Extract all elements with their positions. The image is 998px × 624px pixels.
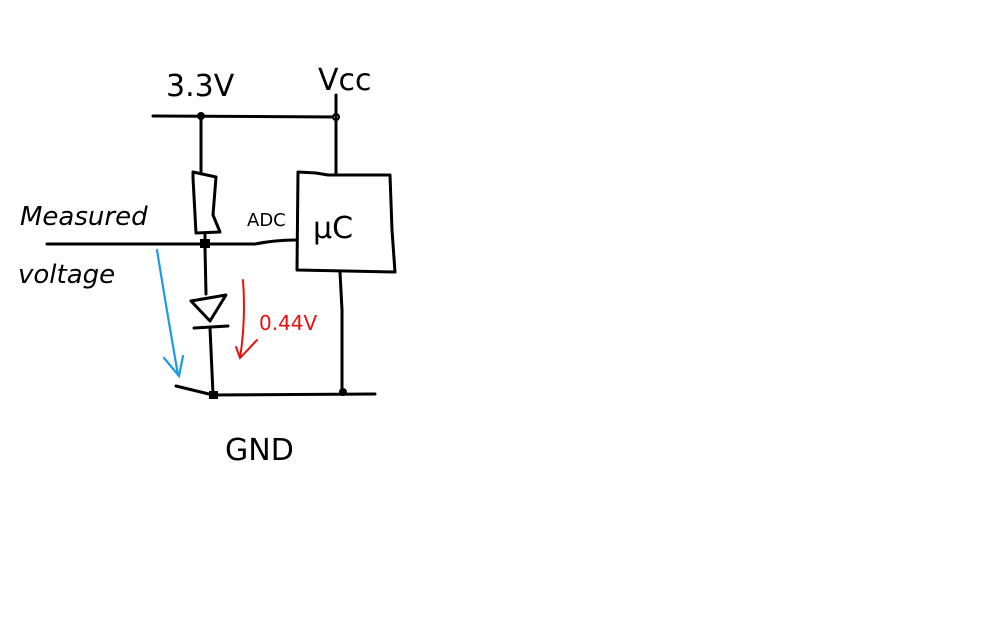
- label-vcc: Vcc: [318, 63, 372, 98]
- supply-rail: [151, 114, 340, 119]
- label-measured: Measured: [20, 202, 148, 232]
- measured-voltage-wire: [45, 238, 298, 246]
- diode-lead-bottom: [208, 326, 215, 396]
- measured-voltage-arrow: [155, 248, 185, 379]
- label-diode-drop: 0.44V: [259, 311, 318, 335]
- diode-lead-top: [203, 246, 208, 296]
- diode: [189, 293, 228, 323]
- label-mcu: µC: [313, 211, 353, 246]
- junction-gnd: [209, 391, 218, 399]
- junction-adc: [200, 239, 210, 248]
- diode-voltage-arrow: [235, 279, 258, 360]
- mcu-gnd-wire: [338, 270, 344, 394]
- label-adc: ADC: [247, 210, 286, 231]
- resistor: [191, 170, 222, 235]
- label-3v3: 3.3V: [166, 69, 235, 104]
- label-gnd: GND: [225, 433, 294, 468]
- label-voltage-text: voltage: [18, 260, 115, 290]
- mcu-box: [295, 170, 397, 274]
